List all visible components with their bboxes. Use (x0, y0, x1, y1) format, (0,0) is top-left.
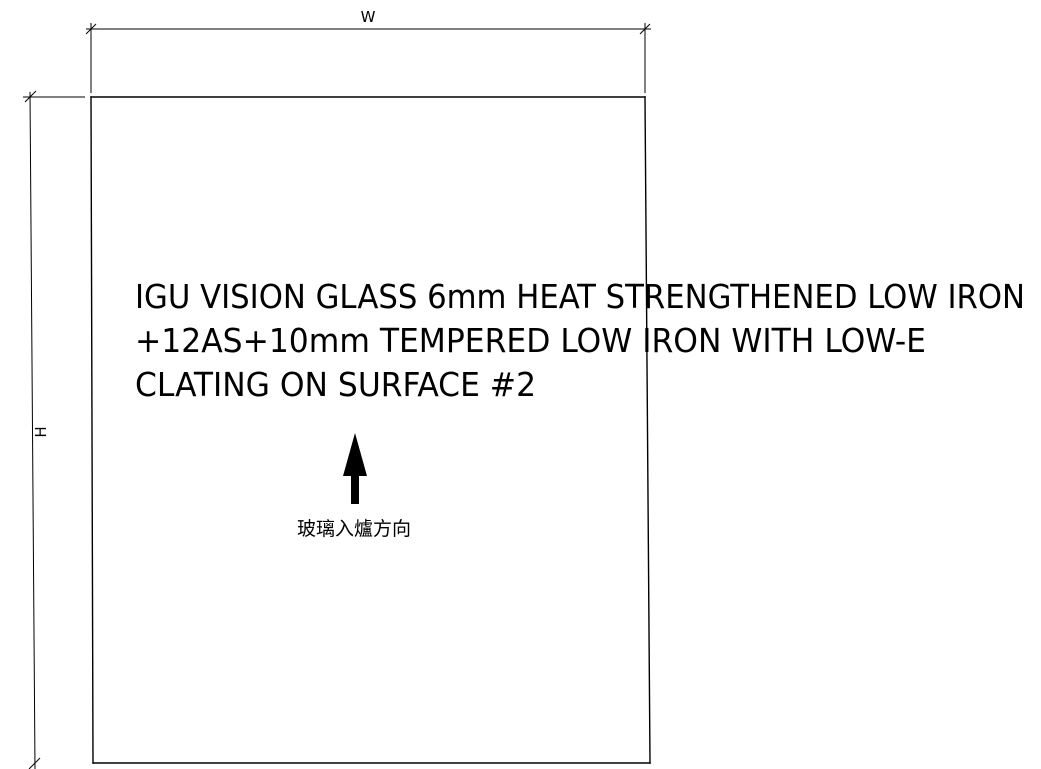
height-dimension: H (23, 90, 85, 769)
spec-line-2: +12AS+10mm TEMPERED LOW IRON WITH LOW-E (135, 321, 926, 360)
height-dimension-line (29, 91, 36, 769)
width-label: W (361, 8, 376, 26)
spec-line-3: CLATING ON SURFACE #2 (135, 365, 536, 404)
spec-line-1: IGU VISION GLASS 6mm HEAT STRENGTHENED L… (135, 277, 1025, 316)
width-dimension: W (85, 8, 651, 93)
panel-right-edge (644, 96, 651, 764)
glass-specification: IGU VISION GLASS 6mm HEAT STRENGTHENED L… (135, 277, 1025, 404)
height-tick-bottom (28, 757, 41, 769)
width-tick-right (639, 23, 651, 35)
height-label: H (32, 426, 50, 437)
glass-panel-outline (90, 96, 651, 764)
arrow-up-icon (343, 433, 367, 504)
furnace-direction-label: 玻璃入爐方向 (297, 518, 411, 540)
width-tick-left (85, 23, 97, 35)
height-tick-top (24, 90, 37, 103)
panel-left-edge (90, 96, 94, 764)
